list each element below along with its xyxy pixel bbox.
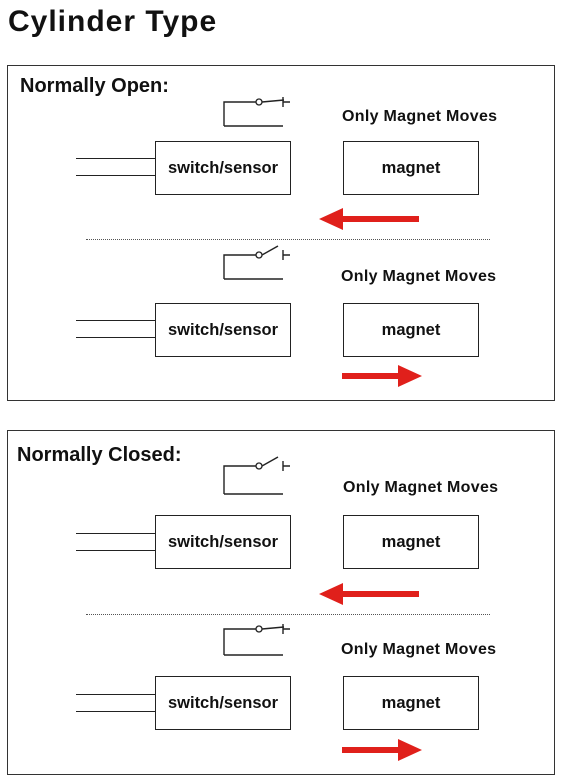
switch-contact-icon: [223, 97, 290, 127]
normally-open-panel: Normally Open: Only Magnet Moves switch/…: [7, 65, 555, 401]
switch-blade: [261, 456, 279, 467]
switch-blade: [261, 626, 285, 630]
motion-label: Only Magnet Moves: [341, 268, 497, 285]
switch-fixed-contact: [282, 624, 290, 634]
direction-arrow-icon: [319, 208, 419, 230]
arrow-shape: [319, 208, 419, 230]
switch-blade: [261, 99, 285, 103]
switch-pivot: [255, 251, 263, 259]
sensor-wire: [76, 694, 155, 695]
switch-sensor-box: switch/sensor: [155, 676, 291, 730]
switch-sensor-box: switch/sensor: [155, 303, 291, 357]
sensor-wire: [76, 711, 155, 712]
switch-pivot: [255, 625, 263, 633]
sensor-wire: [76, 550, 155, 551]
arrow-shape: [342, 365, 422, 387]
motion-label: Only Magnet Moves: [343, 479, 499, 496]
switch-wire: [223, 254, 283, 280]
direction-arrow-icon: [319, 583, 419, 605]
motion-label: Only Magnet Moves: [341, 641, 497, 658]
switch-contact-icon: [223, 456, 290, 495]
sensor-wire: [76, 175, 155, 176]
switch-fixed-contact: [282, 250, 290, 260]
switch-wire: [223, 101, 283, 127]
switch-contact-icon: [223, 624, 290, 656]
sensor-wire: [76, 533, 155, 534]
switch-fixed-contact: [282, 461, 290, 471]
switch-fixed-contact: [282, 97, 290, 107]
direction-arrow-icon: [342, 365, 422, 387]
sensor-wire: [76, 320, 155, 321]
page-title: Cylinder Type: [8, 5, 218, 38]
direction-arrow-icon: [342, 739, 422, 761]
switch-wire: [223, 628, 283, 656]
normally-closed-title: Normally Closed:: [17, 444, 182, 466]
switch-sensor-box: switch/sensor: [155, 141, 291, 195]
magnet-box: magnet: [343, 303, 479, 357]
sensor-wire: [76, 158, 155, 159]
sensor-wire: [76, 337, 155, 338]
normally-closed-panel: Normally Closed: Only Magnet Moves switc…: [7, 430, 555, 775]
arrow-shape: [342, 739, 422, 761]
switch-sensor-box: switch/sensor: [155, 515, 291, 569]
magnet-box: magnet: [343, 515, 479, 569]
normally-open-title: Normally Open:: [20, 75, 169, 97]
switch-pivot: [255, 98, 263, 106]
switch-wire: [223, 465, 283, 495]
motion-label: Only Magnet Moves: [342, 108, 498, 125]
arrow-shape: [319, 583, 419, 605]
scenario-divider: [86, 239, 490, 240]
scenario-divider: [86, 614, 490, 615]
magnet-box: magnet: [343, 676, 479, 730]
switch-pivot: [255, 462, 263, 470]
switch-blade: [261, 245, 279, 256]
magnet-box: magnet: [343, 141, 479, 195]
switch-contact-icon: [223, 245, 290, 280]
